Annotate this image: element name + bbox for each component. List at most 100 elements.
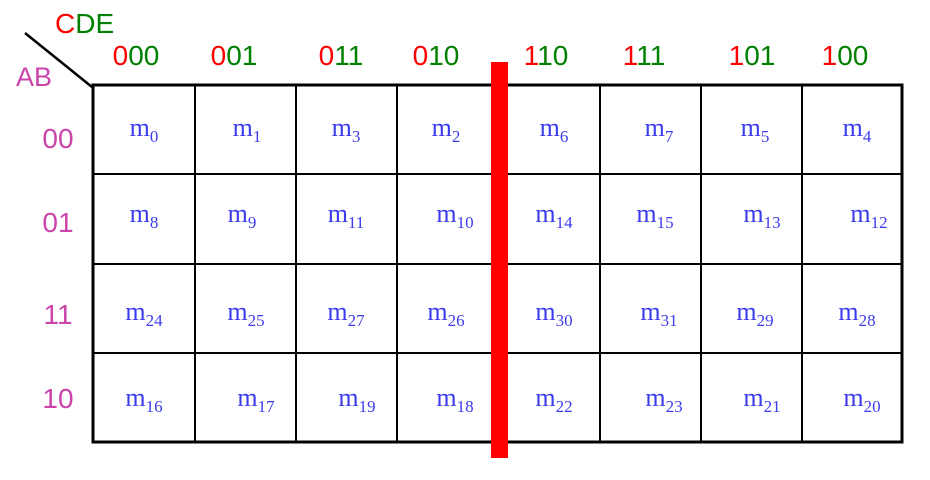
minterm-index: 6: [559, 127, 569, 146]
row-code-3: 10: [42, 383, 74, 414]
minterm-cell: m15: [636, 199, 673, 233]
minterm-cell: m11: [328, 199, 365, 233]
minterm-symbol: m: [125, 383, 146, 412]
column-code-bit-c: 0: [318, 40, 335, 71]
minterm-symbol: m: [327, 297, 348, 326]
minterm-cell: m0: [130, 113, 159, 147]
minterm-symbol: m: [327, 199, 348, 228]
minterm-cell: m17: [237, 383, 274, 417]
minterm-symbol: m: [227, 199, 248, 228]
column-code-bit-c: 1: [523, 40, 538, 71]
minterm-index: 21: [763, 397, 781, 416]
column-code-7: 100: [822, 40, 869, 72]
row-code-0: 00: [42, 123, 74, 154]
minterm-index: 9: [247, 213, 257, 232]
minterm-cell: m30: [535, 297, 572, 331]
minterm-cell: m2: [432, 113, 461, 147]
minterm-index: 20: [863, 397, 881, 416]
minterm-symbol: m: [535, 383, 556, 412]
column-code-bit-c: 1: [821, 40, 838, 71]
minterm-index: 2: [451, 127, 461, 146]
minterm-cell: m29: [736, 297, 773, 331]
corner-diagonal-line: [24, 32, 93, 88]
column-code-bits-de: 10: [537, 40, 569, 71]
minterm-cell: m26: [427, 297, 464, 331]
minterm-symbol: m: [436, 383, 457, 412]
minterm-symbol: m: [338, 383, 359, 412]
minterm-index: 26: [447, 311, 465, 330]
minterm-cell: m28: [838, 297, 875, 331]
minterm-symbol: m: [736, 297, 757, 326]
minterm-index: 7: [664, 127, 674, 146]
minterm-index: 0: [149, 127, 159, 146]
minterm-index: 25: [247, 311, 265, 330]
minterm-cell: m31: [640, 297, 677, 331]
column-code-bit-c: 0: [412, 40, 429, 71]
minterm-cell: m25: [227, 297, 264, 331]
minterm-cell: m16: [125, 383, 162, 417]
minterm-cell: m24: [125, 297, 162, 331]
minterm-symbol: m: [125, 297, 146, 326]
minterm-cell: m27: [327, 297, 364, 331]
minterm-symbol: m: [539, 113, 560, 142]
row-code-1: 01: [42, 207, 74, 238]
column-code-bits-de: 11: [636, 40, 666, 71]
minterm-cell: m8: [130, 199, 159, 233]
minterm-cell: m3: [332, 113, 361, 147]
minterm-index: 5: [760, 127, 770, 146]
column-code-bits-de: 10: [428, 40, 460, 71]
minterm-cell: m13: [743, 199, 780, 233]
column-code-bits-de: 00: [837, 40, 869, 71]
minterm-index: 28: [858, 311, 876, 330]
minterm-cell: m20: [843, 383, 880, 417]
column-code-4: 110: [524, 40, 569, 72]
column-code-bit-c: 0: [112, 40, 129, 71]
minterm-index: 1: [252, 127, 262, 146]
column-code-bit-c: 1: [622, 40, 637, 71]
minterm-cell: m21: [743, 383, 780, 417]
minterm-index: 3: [351, 127, 361, 146]
minterm-symbol: m: [535, 199, 556, 228]
minterm-symbol: m: [535, 297, 556, 326]
minterm-symbol: m: [431, 113, 452, 142]
column-code-bits-de: 01: [744, 40, 776, 71]
minterm-symbol: m: [129, 113, 150, 142]
cde-variable-label: CDE: [55, 8, 114, 40]
column-code-6: 101: [729, 40, 776, 72]
minterm-index: 17: [257, 397, 275, 416]
column-code-3: 010: [413, 40, 460, 72]
minterm-index: 29: [756, 311, 774, 330]
minterm-index: 15: [656, 213, 674, 232]
minterm-index: 27: [347, 311, 365, 330]
minterm-cell: m18: [436, 383, 473, 417]
minterm-symbol: m: [427, 297, 448, 326]
minterm-cell: m9: [228, 199, 257, 233]
minterm-symbol: m: [644, 113, 665, 142]
mirror-divider-bar: [491, 62, 508, 458]
minterm-symbol: m: [331, 113, 352, 142]
minterm-cell: m12: [850, 199, 887, 233]
minterm-symbol: m: [636, 199, 657, 228]
minterm-symbol: m: [740, 113, 761, 142]
minterm-index: 31: [660, 311, 678, 330]
minterm-index: 14: [555, 213, 573, 232]
minterm-index: 4: [862, 127, 872, 146]
minterm-symbol: m: [640, 297, 661, 326]
minterm-symbol: m: [838, 297, 859, 326]
column-code-2: 011: [319, 40, 364, 72]
minterm-cell: m6: [540, 113, 569, 147]
minterm-cell: m10: [436, 199, 473, 233]
minterm-cell: m1: [233, 113, 262, 147]
column-code-bits-de: 00: [128, 40, 160, 71]
cde-label-de: DE: [75, 8, 115, 39]
minterm-cell: m19: [338, 383, 375, 417]
minterm-index: 18: [456, 397, 474, 416]
column-code-5: 111: [623, 40, 666, 72]
minterm-index: 13: [763, 213, 781, 232]
minterm-index: 19: [358, 397, 376, 416]
minterm-symbol: m: [227, 297, 248, 326]
column-code-bits-de: 11: [334, 40, 364, 71]
minterm-symbol: m: [843, 383, 864, 412]
minterm-symbol: m: [237, 383, 258, 412]
minterm-index: 24: [145, 311, 163, 330]
